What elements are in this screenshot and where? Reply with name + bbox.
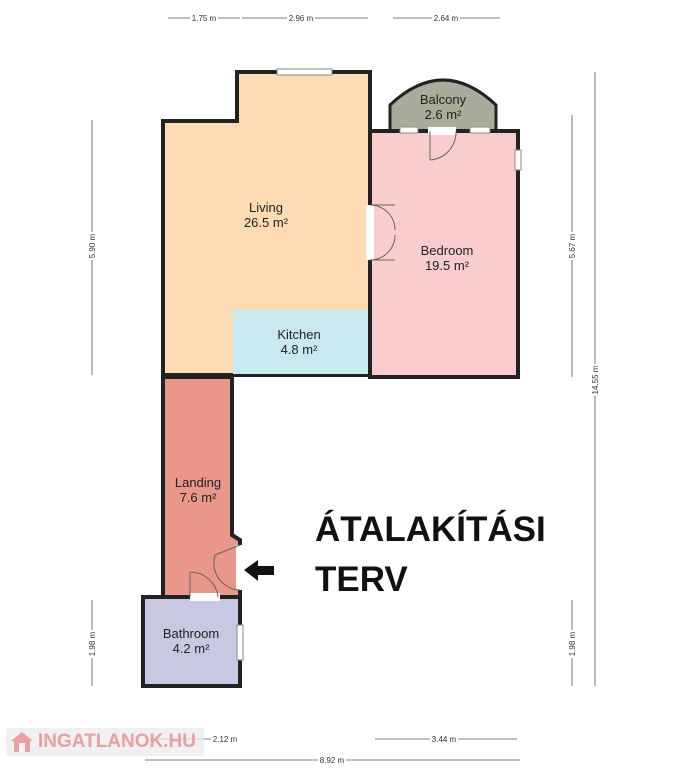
house-logo-icon [11, 732, 33, 752]
watermark-text: INGATLANOK.HU [38, 731, 196, 752]
bedroom-name: Bedroom [421, 243, 474, 258]
doors [189, 127, 457, 601]
annotation-line2: TERV [315, 560, 408, 599]
dim-right-total: 14.55 m [591, 365, 600, 394]
kitchen-name: Kitchen [277, 327, 320, 342]
entrance-arrow-icon [244, 560, 274, 581]
windows [236, 68, 522, 661]
dim-left-1: 5.90 m [88, 233, 97, 258]
bathroom-name: Bathroom [163, 626, 219, 641]
landing-area: 7.6 m² [180, 490, 218, 505]
bathroom-room [141, 595, 242, 688]
dim-top-3: 2.64 m [434, 14, 459, 23]
dim-right-2: 1.98 m [568, 631, 577, 656]
dim-top-2: 2.96 m [289, 14, 314, 23]
dim-top-1: 1.75 m [192, 14, 217, 23]
dim-bottom-total: 8.92 m [320, 756, 345, 765]
kitchen-room [233, 310, 368, 374]
dim-left-2: 1.98 m [88, 631, 97, 656]
dim-right-1: 5.67 m [568, 233, 577, 258]
living-name: Living [249, 200, 283, 215]
watermark: INGATLANOK.HU [6, 728, 204, 756]
landing-name: Landing [175, 475, 221, 490]
annotation-line1: ÁTALAKÍTÁSI [315, 509, 546, 549]
bedroom-room [368, 129, 520, 379]
balcony-name: Balcony [420, 92, 467, 107]
bedroom-area: 19.5 m² [425, 258, 470, 273]
balcony-room [388, 78, 498, 133]
dim-bottom-2: 3.44 m [432, 735, 457, 744]
bathroom-area: 4.2 m² [173, 641, 211, 656]
balcony-area: 2.6 m² [425, 107, 463, 122]
living-area: 26.5 m² [244, 215, 289, 230]
kitchen-area: 4.8 m² [281, 342, 319, 357]
